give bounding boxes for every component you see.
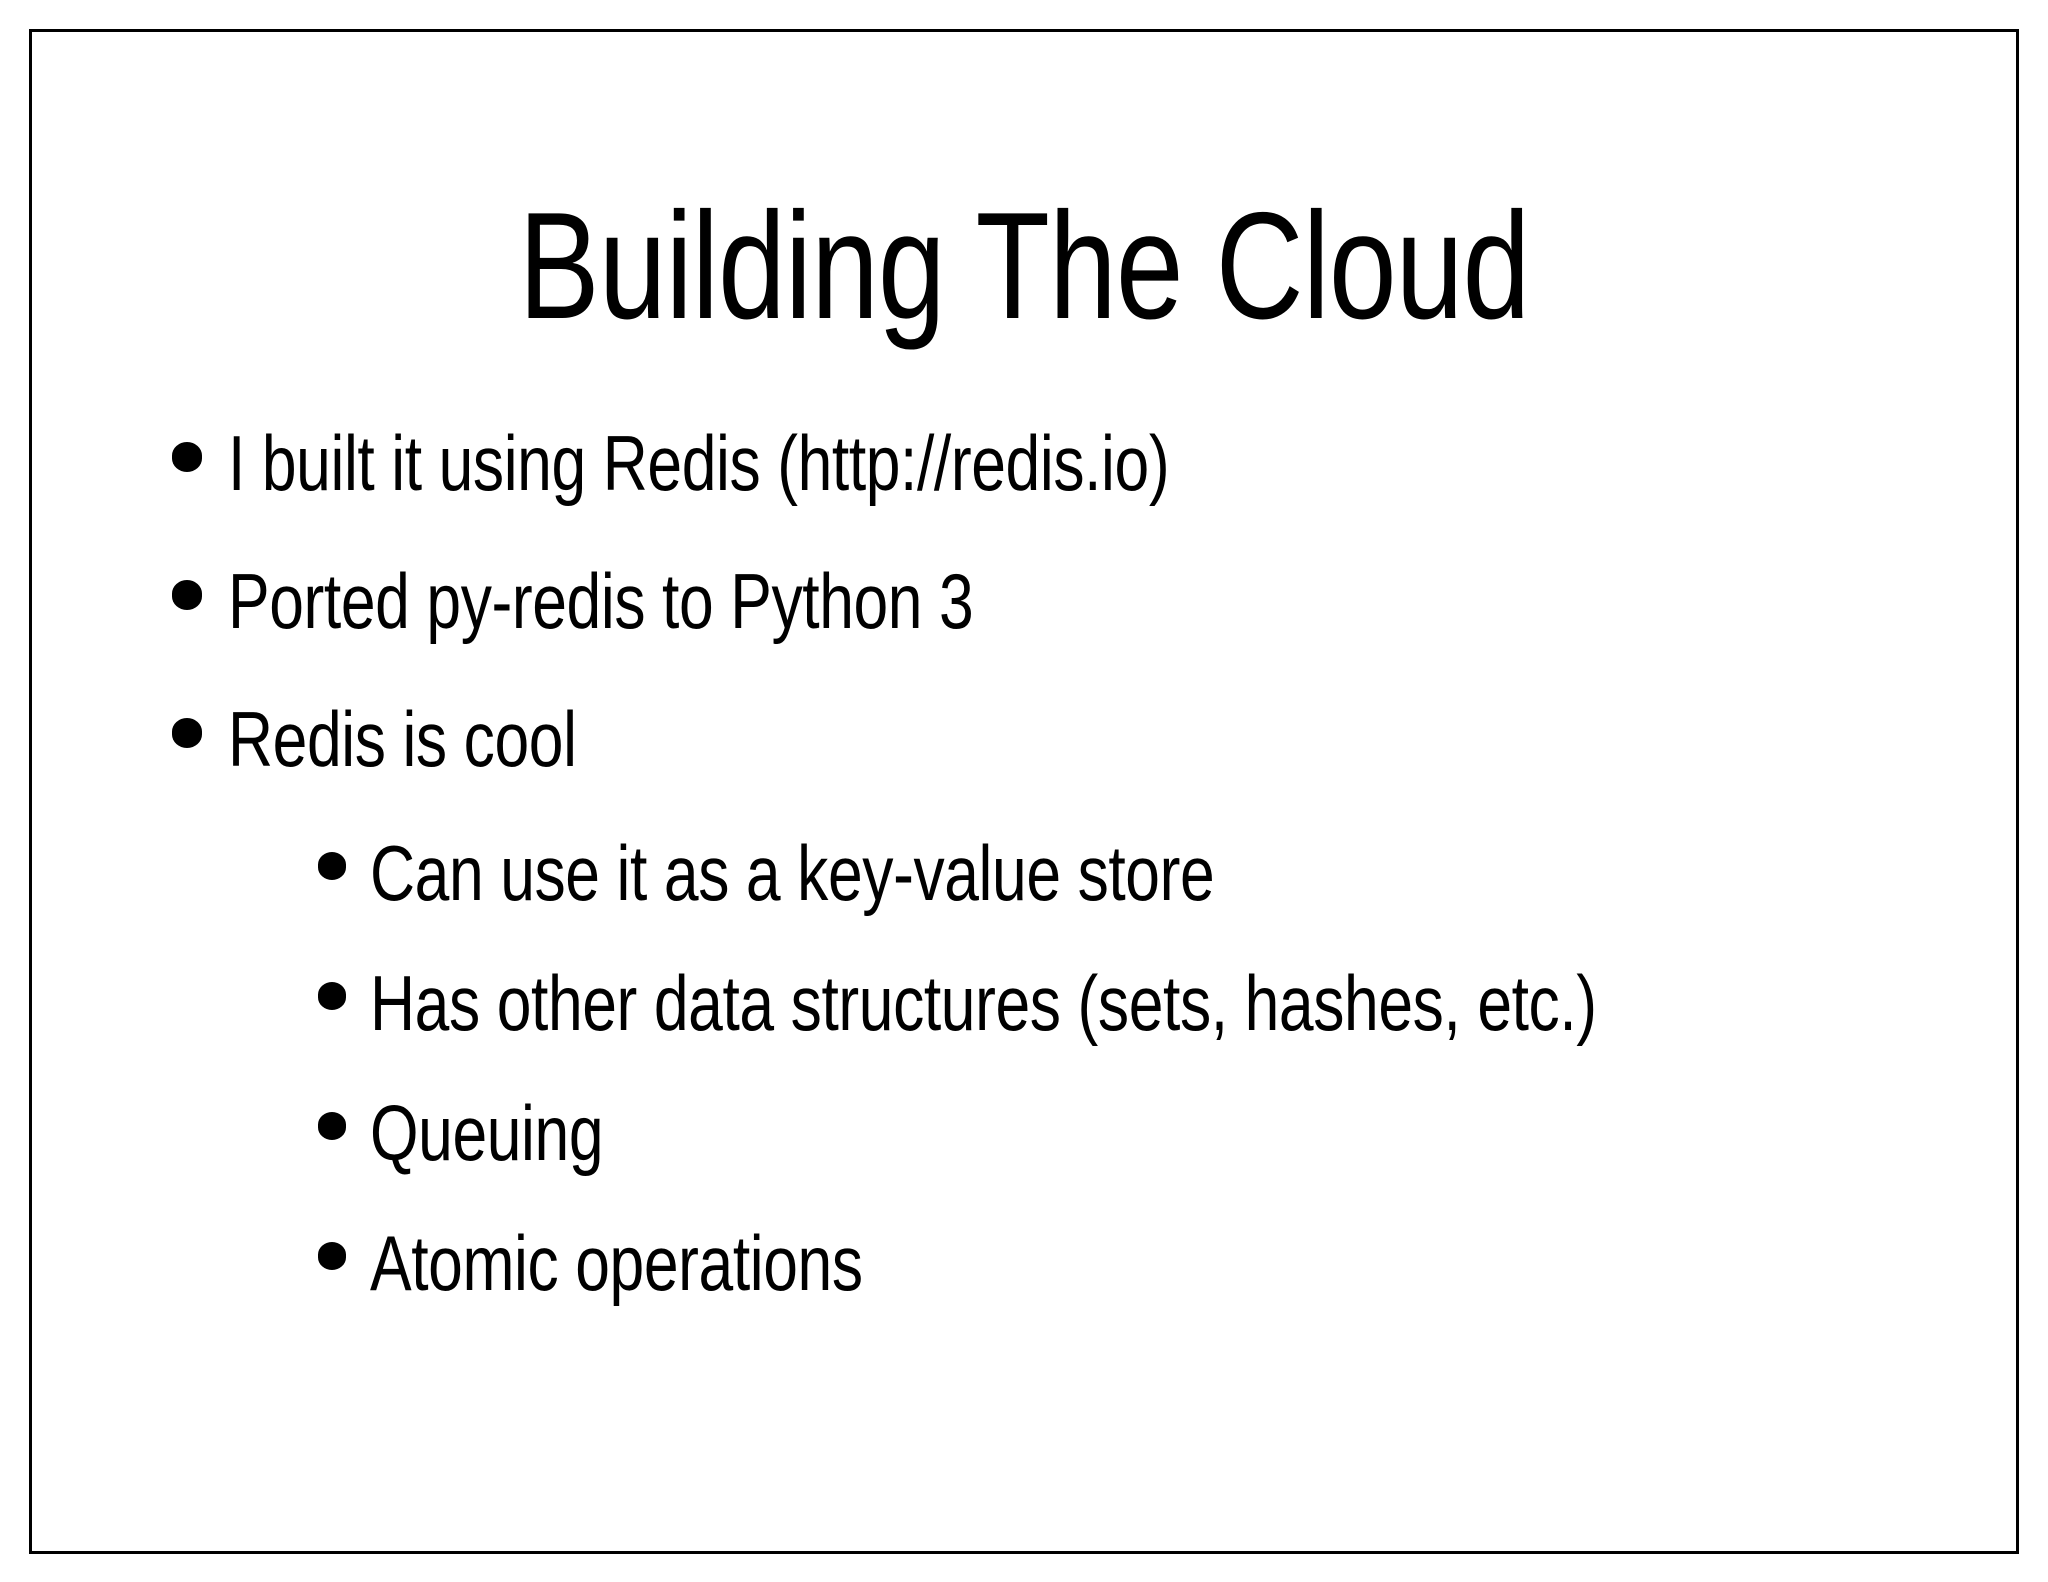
sub-bullet-item: Queuing xyxy=(0,1082,2048,1212)
bullet-text: Queuing xyxy=(370,1089,604,1177)
bullet-dot-icon xyxy=(318,1112,346,1140)
bullet-item: Redis is cool xyxy=(0,684,2048,822)
bullet-dot-icon xyxy=(172,580,202,610)
bullet-dot-icon xyxy=(318,982,346,1010)
bullet-item: Ported py-redis to Python 3 xyxy=(0,546,2048,684)
bullet-text: Atomic operations xyxy=(370,1219,863,1307)
slide-title: Building The Cloud xyxy=(518,180,1531,351)
bullet-text: Ported py-redis to Python 3 xyxy=(228,557,974,645)
bullet-list: I built it using Redis (http://redis.io)… xyxy=(0,408,2048,1342)
bullet-item: I built it using Redis (http://redis.io) xyxy=(0,408,2048,546)
bullet-dot-icon xyxy=(318,1242,346,1270)
sub-bullet-item: Can use it as a key-value store xyxy=(0,822,2048,952)
sub-bullet-item: Atomic operations xyxy=(0,1212,2048,1342)
bullet-text: Redis is cool xyxy=(228,695,577,783)
bullet-dot-icon xyxy=(172,718,202,748)
bullet-dot-icon xyxy=(318,852,346,880)
bullet-text: I built it using Redis (http://redis.io) xyxy=(228,419,1170,507)
sub-bullet-item: Has other data structures (sets, hashes,… xyxy=(0,952,2048,1082)
bullet-text: Can use it as a key-value store xyxy=(370,829,1215,917)
bullet-text: Has other data structures (sets, hashes,… xyxy=(370,959,1597,1047)
bullet-dot-icon xyxy=(172,442,202,472)
